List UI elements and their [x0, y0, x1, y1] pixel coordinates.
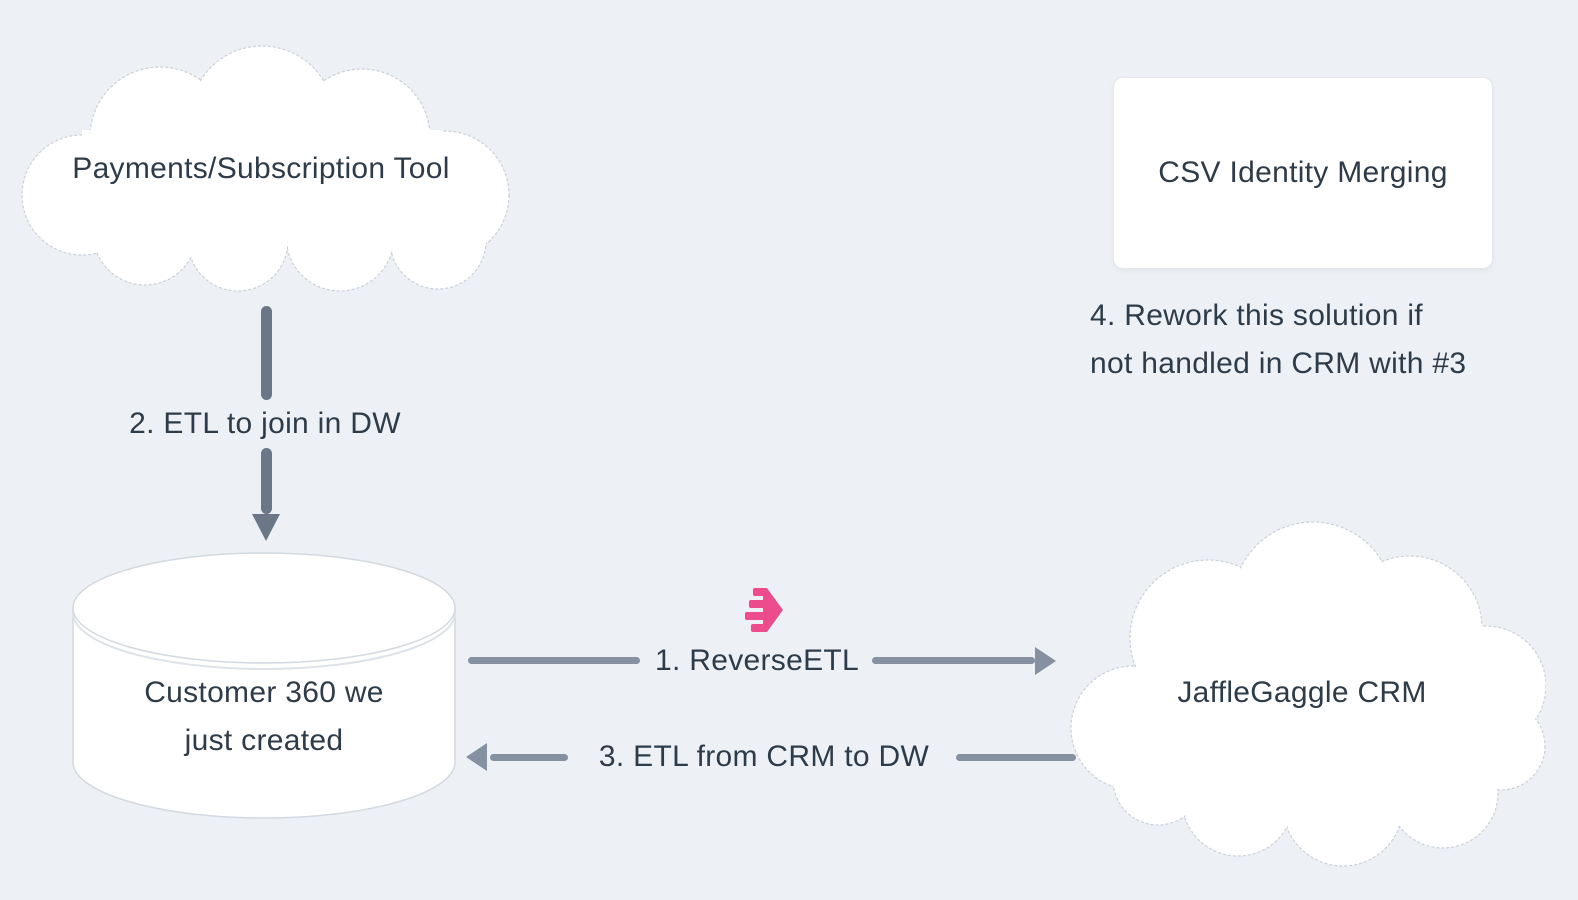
customer-db-label-line1: Customer 360 we — [144, 676, 384, 709]
arrowhead-down-icon — [252, 514, 280, 541]
node-customer-db: Customer 360 we just created — [71, 551, 457, 823]
customer-db-label: Customer 360 we just created — [71, 669, 457, 765]
cloud-shape — [1070, 521, 1546, 867]
edge-reverse-etl-label: 1. ReverseETL — [655, 644, 859, 677]
edge-etl-to-dw-line-bottom — [261, 448, 272, 514]
rework-note: 4. Rework this solution if not handled i… — [1090, 292, 1466, 388]
rework-note-line2: not handled in CRM with #3 — [1090, 347, 1467, 380]
cloud-shape — [21, 45, 510, 292]
database-cylinder-shape — [72, 552, 456, 819]
edge-etl-from-crm-line-left — [490, 754, 568, 761]
arrowhead-right-icon — [1035, 647, 1056, 675]
node-payments-cloud: Payments/Subscription Tool — [10, 45, 512, 292]
hightouch-logo-icon — [737, 588, 784, 637]
node-csv-box: CSV Identity Merging — [1113, 77, 1493, 269]
csv-box-label: CSV Identity Merging — [1158, 156, 1448, 189]
edge-etl-to-dw-label: 2. ETL to join in DW — [129, 407, 401, 440]
edge-etl-from-crm-label: 3. ETL from CRM to DW — [598, 740, 930, 773]
arrowhead-left-icon — [466, 743, 487, 771]
edge-reverse-etl-line-right — [872, 657, 1035, 664]
rework-note-line1: 4. Rework this solution if — [1090, 299, 1423, 332]
edge-etl-from-crm-line-right — [956, 754, 1076, 761]
node-crm-cloud: JaffleGaggle CRM — [1058, 518, 1546, 868]
customer-db-label-line2: just created — [184, 724, 344, 757]
edge-etl-to-dw-line-top — [261, 306, 272, 400]
crm-cloud-label: JaffleGaggle CRM — [1177, 676, 1427, 709]
edge-reverse-etl-line-left — [468, 657, 640, 664]
payments-cloud-label: Payments/Subscription Tool — [72, 151, 450, 185]
